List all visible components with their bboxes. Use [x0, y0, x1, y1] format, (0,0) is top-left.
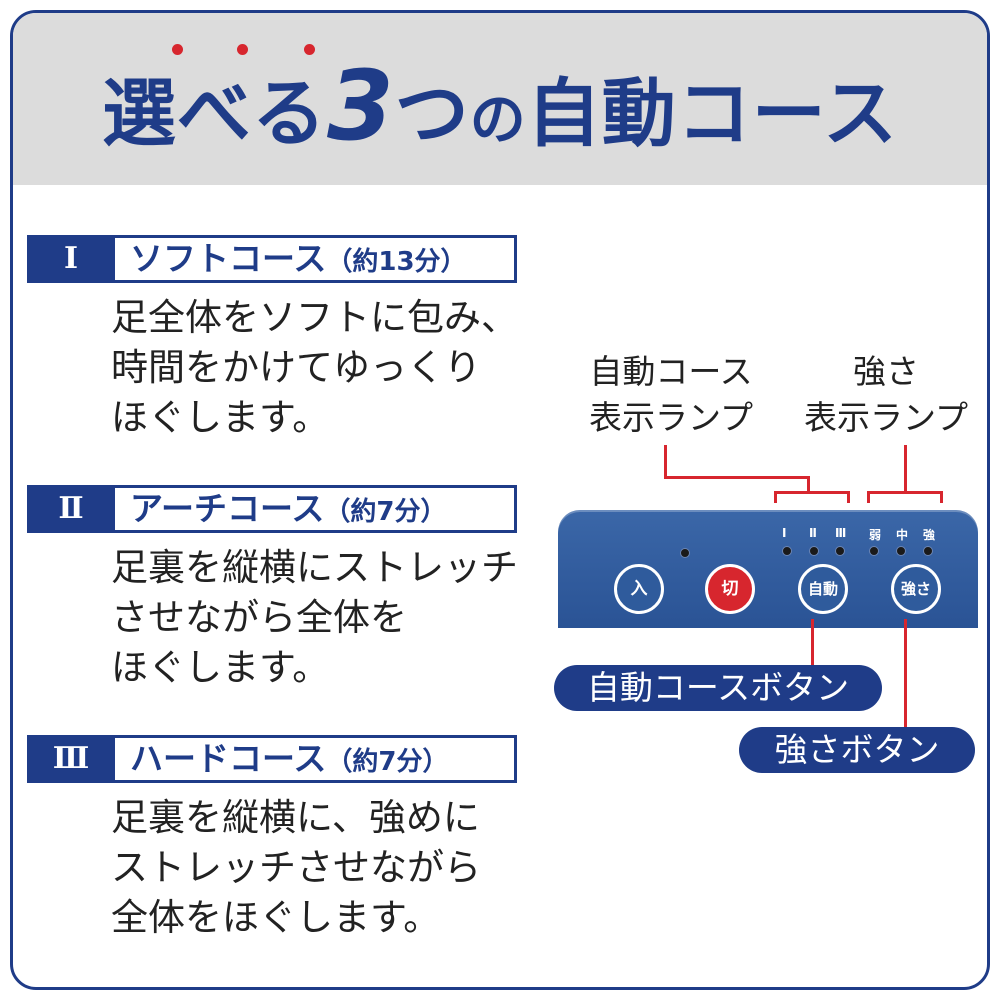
course-number: Ⅲ — [27, 735, 115, 783]
leader-line — [811, 619, 814, 673]
course-title: アーチコース（約7分） — [130, 488, 446, 530]
course-heading: Ⅱ アーチコース（約7分） — [27, 485, 517, 533]
strength-lamp-label: 強さ 表示ランプ — [803, 352, 968, 437]
course-description: 足全体をソフトに包み、 時間をかけてゆっくり ほぐします。 — [111, 296, 518, 439]
leader-line — [904, 445, 907, 494]
leader-bracket — [940, 491, 943, 503]
course-number: Ⅰ — [27, 235, 115, 283]
emphasis-dot — [172, 44, 183, 55]
leader-bracket — [847, 491, 850, 503]
remote-control-panel: Ⅰ Ⅱ Ⅲ 弱 中 強 入 切 自動 強さ — [558, 510, 978, 628]
leader-line — [664, 445, 667, 479]
page-title: 選べる3つの自動コース — [13, 58, 987, 166]
strength-lamp — [869, 546, 879, 556]
course-duration: （約7分） — [324, 497, 447, 527]
auto-course-lamp-label: 自動コース 表示ランプ — [588, 352, 753, 437]
auto-course-button-caption: 自動コースボタン — [554, 665, 882, 711]
title-part: つ — [394, 71, 470, 157]
leader-line — [807, 476, 810, 494]
lamp-label: 弱 — [869, 528, 882, 542]
off-button[interactable]: 切 — [705, 564, 755, 614]
leader-bracket — [867, 491, 943, 494]
course-name: ハードコース — [130, 739, 327, 778]
title-part: 自動コース — [526, 71, 899, 157]
title-part: の — [469, 88, 527, 153]
strength-lamp — [896, 546, 906, 556]
course-lamp — [782, 546, 792, 556]
lamp-label: 中 — [896, 528, 909, 542]
header-band: 選べる3つの自動コース — [13, 13, 987, 185]
title-number: 3 — [326, 50, 395, 162]
strength-button-caption: 強さボタン — [739, 727, 975, 773]
leader-bracket — [774, 491, 850, 494]
course-title: ハードコース（約7分） — [130, 738, 448, 780]
lamp-label: Ⅱ — [809, 526, 817, 540]
leader-line — [904, 619, 907, 735]
course-description: 足裏を縦横に、強めに ストレッチさせながら 全体をほぐします。 — [111, 796, 481, 939]
emphasis-dot — [237, 44, 248, 55]
course-duration: （約7分） — [326, 747, 449, 777]
infographic-frame: 選べる3つの自動コース Ⅰ ソフトコース（約13分） 足全体をソフトに包み、 時… — [10, 10, 990, 990]
strength-button[interactable]: 強さ — [891, 564, 941, 614]
strength-lamp — [923, 546, 933, 556]
auto-course-button[interactable]: 自動 — [798, 564, 848, 614]
course-heading: Ⅰ ソフトコース（約13分） — [27, 235, 517, 283]
lamp-label: Ⅲ — [835, 526, 847, 540]
course-lamp — [809, 546, 819, 556]
leader-bracket — [774, 491, 777, 503]
leader-line — [664, 476, 810, 479]
course-description: 足裏を縦横にストレッチ させながら全体を ほぐします。 — [111, 546, 518, 689]
course-number: Ⅱ — [27, 485, 115, 533]
course-title: ソフトコース（約13分） — [130, 238, 467, 280]
course-name: ソフトコース — [130, 239, 327, 278]
course-duration: （約13分） — [326, 247, 467, 277]
power-lamp — [680, 548, 690, 558]
leader-bracket — [867, 491, 870, 503]
course-heading: Ⅲ ハードコース（約7分） — [27, 735, 517, 783]
lamp-label: 強 — [923, 528, 936, 542]
on-button[interactable]: 入 — [614, 564, 664, 614]
course-name: アーチコース — [130, 489, 325, 528]
title-part: 選べる — [101, 71, 327, 157]
lamp-label: Ⅰ — [782, 526, 787, 540]
course-lamp — [835, 546, 845, 556]
emphasis-dot — [304, 44, 315, 55]
